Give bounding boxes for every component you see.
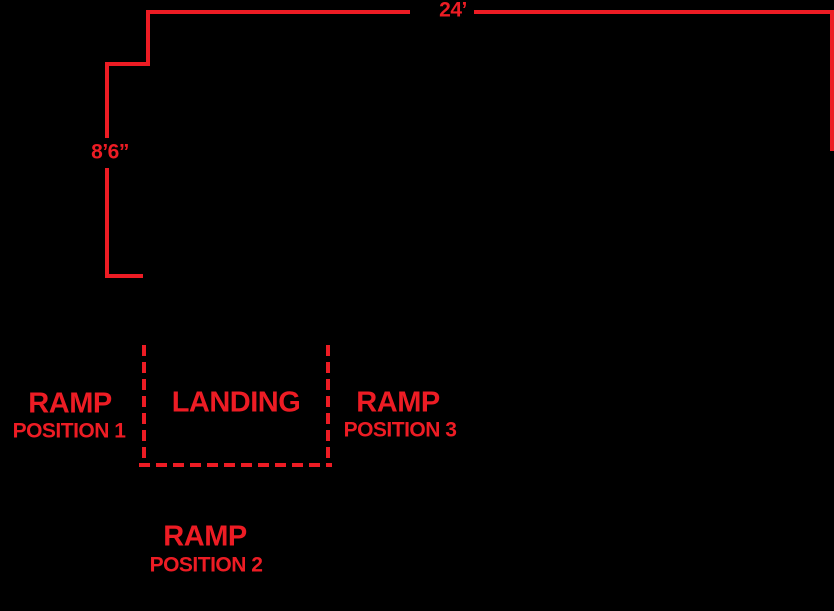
ramp-position-2-title: RAMP [163, 520, 247, 553]
ramp-position-1-title: RAMP [28, 387, 112, 420]
ramp-position-1-subtitle: POSITION 1 [12, 419, 126, 443]
height-dimension-label: 8’6” [91, 140, 129, 164]
width-dimension-label: 24’ [439, 0, 467, 22]
ramp-position-3-title: RAMP [356, 386, 440, 419]
landing-label: LANDING [171, 386, 301, 419]
ramp-position-2-subtitle: POSITION 2 [149, 553, 263, 577]
ramp-position-3-subtitle: POSITION 3 [343, 418, 457, 442]
